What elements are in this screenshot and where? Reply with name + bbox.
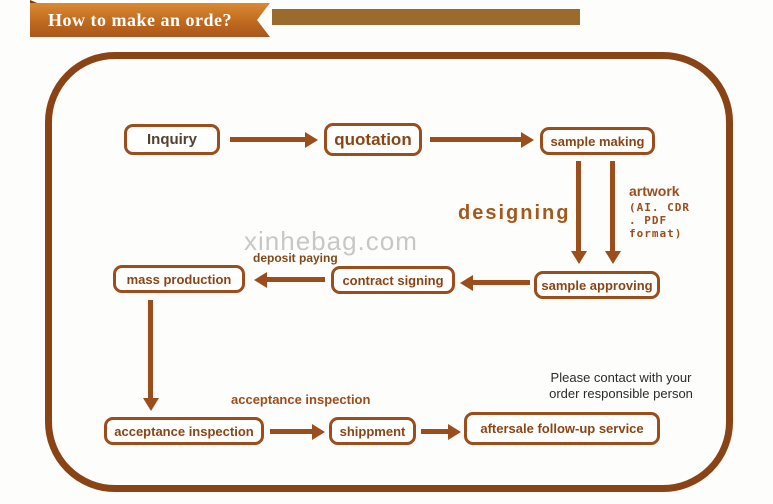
node-inquiry-label: Inquiry — [146, 131, 197, 148]
node-sample-approving-label: sample approving — [541, 277, 653, 293]
arrow-approving-to-contract — [473, 280, 530, 285]
label-acceptance-inspection: acceptance inspection — [231, 392, 371, 407]
label-artwork-format: (AI. CDR . PDF format) — [629, 201, 690, 240]
node-mass-production-label: mass production — [126, 271, 232, 287]
node-sample-approving: sample approving — [534, 271, 660, 299]
node-quotation-label: quotation — [334, 129, 412, 149]
flowchart-frame — [45, 52, 733, 492]
node-sample-making-label: sample making — [550, 133, 645, 149]
arrow-designing-down — [576, 161, 581, 251]
arrow-artwork-down — [610, 161, 615, 251]
title-bar-decoration — [272, 9, 580, 25]
label-artwork-title: artwork — [629, 183, 680, 199]
ribbon-fold — [30, 0, 42, 5]
node-contract-signing: contract signing — [331, 266, 455, 294]
label-deposit-paying: deposit paying — [253, 251, 338, 265]
label-designing: designing — [458, 202, 571, 224]
node-acceptance-inspection-label: acceptance inspection — [114, 423, 254, 439]
node-sample-making: sample making — [540, 127, 655, 155]
arrow-mass-production-down — [148, 300, 153, 398]
page-title-ribbon: How to make an orde? — [30, 3, 270, 37]
watermark: xinhebag.com — [244, 226, 418, 256]
arrow-inquiry-to-quotation — [230, 137, 305, 142]
arrow-contract-to-mass-production — [267, 277, 325, 282]
node-inquiry: Inquiry — [124, 124, 220, 155]
arrow-shippment-to-aftersale — [421, 429, 448, 434]
node-shippment: shippment — [329, 417, 416, 445]
node-aftersale-service-label: aftersale follow-up service — [480, 421, 644, 436]
label-artwork: artwork (AI. CDR . PDF format) — [629, 183, 690, 241]
node-contract-signing-label: contract signing — [342, 272, 444, 288]
node-quotation: quotation — [324, 123, 422, 156]
node-mass-production: mass production — [113, 265, 245, 293]
page-title: How to make an orde? — [48, 10, 232, 30]
node-acceptance-inspection: acceptance inspection — [104, 417, 264, 445]
arrow-acceptance-to-shippment — [270, 429, 312, 434]
node-aftersale-service: aftersale follow-up service — [464, 412, 660, 445]
arrow-quotation-to-sample-making — [430, 137, 521, 142]
node-shippment-label: shippment — [339, 423, 406, 439]
contact-note: Please contact with your order responsib… — [549, 370, 693, 401]
